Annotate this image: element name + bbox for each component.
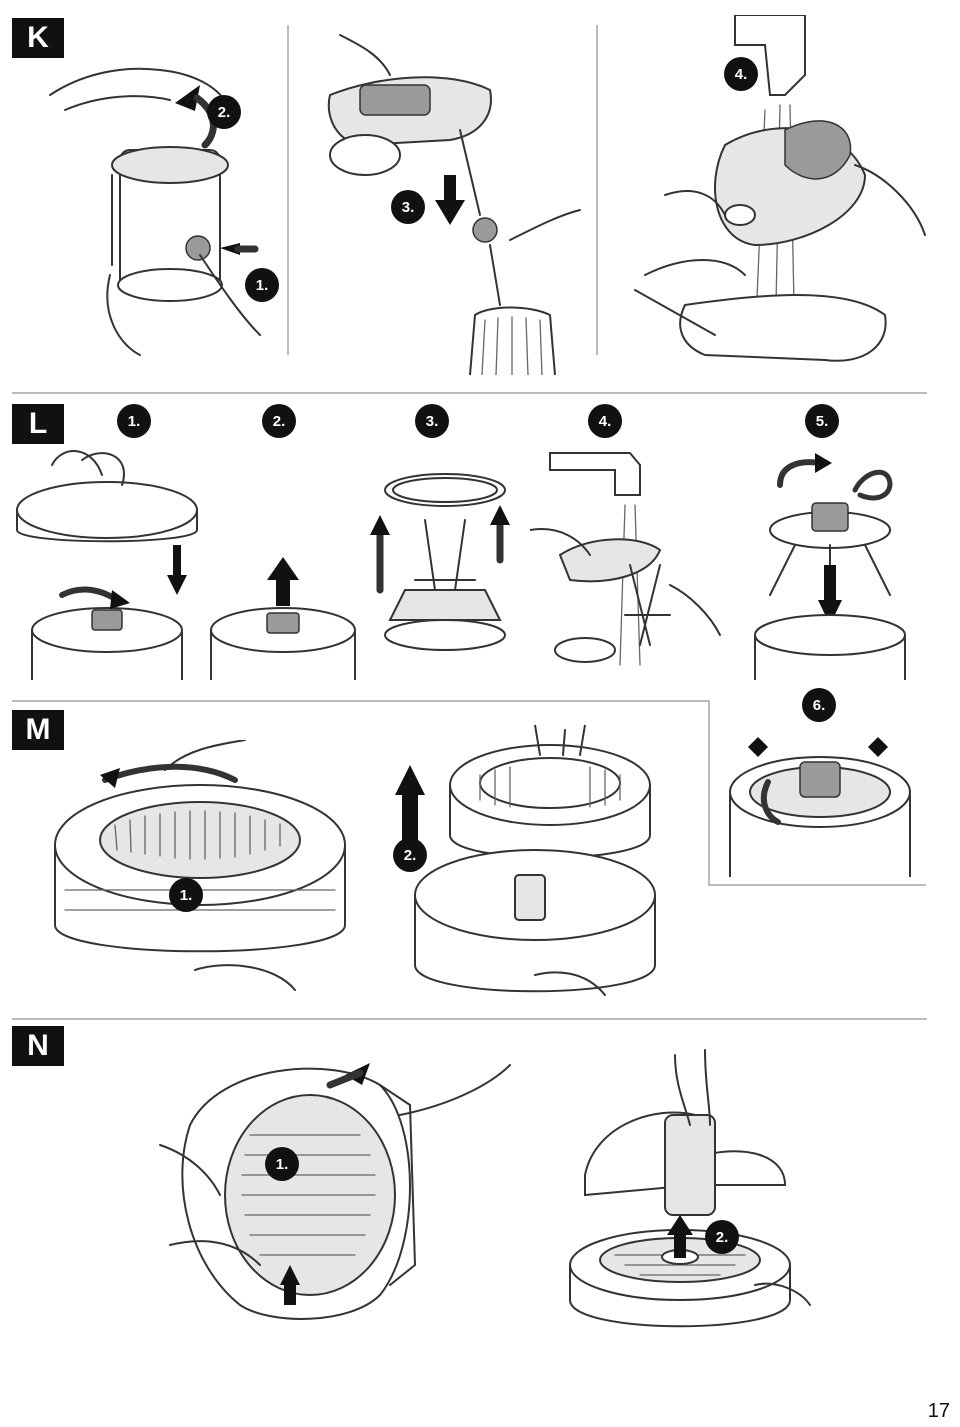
- step-badge-l-1: 1.: [117, 404, 151, 438]
- section-label-l: L: [12, 404, 64, 444]
- illustration-l-remove-seal: [370, 473, 510, 651]
- step-badge-n-1: 1.: [265, 1147, 299, 1181]
- step-badge-k-1: 1.: [245, 268, 279, 302]
- illustration-m-lift-filter: [395, 725, 656, 996]
- illustration-m-remove-filter: [54, 740, 346, 991]
- divider-k-l: [12, 392, 927, 394]
- step-badge-k-2: 2.: [207, 95, 241, 129]
- illustration-l-rinse-blade: [530, 452, 721, 666]
- illustration-l-reassemble-blade: [754, 453, 906, 680]
- step-badge-m-2: 2.: [393, 838, 427, 872]
- step-badge-l-4: 4.: [588, 404, 622, 438]
- divider-l6-frame-left: [708, 700, 710, 885]
- illustration-n-remove-grater: [569, 1049, 811, 1328]
- divider-l-m: [12, 700, 710, 702]
- illustration-n-open-disc: [159, 1063, 511, 1320]
- step-badge-m-1: 1.: [169, 878, 203, 912]
- divider-k-1: [287, 25, 289, 355]
- illustration-l-remove-lid: [16, 450, 198, 680]
- divider-m-n: [12, 1018, 927, 1020]
- step-badge-n-2: 2.: [705, 1220, 739, 1254]
- divider-l6-frame-bottom: [708, 884, 926, 886]
- section-label-k: K: [12, 18, 64, 58]
- illustration-k-rinse-parts: [634, 15, 926, 362]
- step-badge-l-3: 3.: [415, 404, 449, 438]
- step-badge-l-6: 6.: [802, 688, 836, 722]
- step-badge-l-2: 2.: [262, 404, 296, 438]
- page-number: 17: [927, 1400, 950, 1422]
- section-label-m: M: [12, 710, 64, 750]
- illustration-l-lift-blade: [210, 557, 356, 680]
- section-label-n: N: [12, 1026, 64, 1066]
- step-badge-k-3: 3.: [391, 190, 425, 224]
- illustration-k-release-lid: [49, 67, 261, 356]
- step-badge-k-4: 4.: [724, 57, 758, 91]
- divider-k-2: [596, 25, 598, 355]
- illustration-l-lock-blade: [729, 737, 911, 877]
- step-badge-l-5: 5.: [805, 404, 839, 438]
- illustration-k-remove-blade: [327, 34, 581, 375]
